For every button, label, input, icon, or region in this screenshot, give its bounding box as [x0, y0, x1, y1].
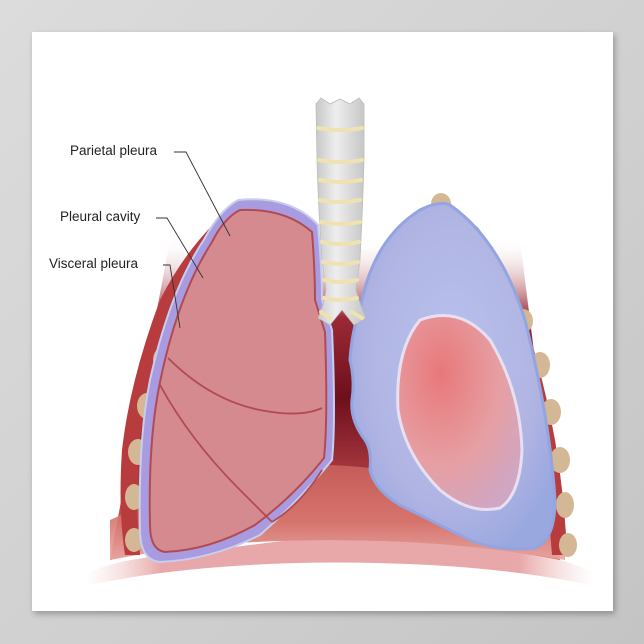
leader-cavity — [156, 217, 204, 279]
label-pleural-cavity: Pleural cavity — [60, 209, 141, 224]
trachea — [315, 97, 367, 326]
diaphragm-base — [85, 535, 595, 585]
leader-visceral — [163, 264, 181, 329]
right-lung — [148, 208, 328, 554]
lobe-fissure-oblique — [159, 384, 273, 523]
lobe-fissure-horizontal — [167, 357, 323, 415]
leader-lines — [156, 151, 231, 329]
leader-parietal — [174, 151, 231, 237]
label-parietal-pleura: Parietal pleura — [70, 143, 158, 158]
label-visceral-pleura: Visceral pleura — [49, 256, 139, 271]
left-lung-collapsed — [396, 314, 524, 512]
lobe-fissure-base — [271, 469, 323, 523]
